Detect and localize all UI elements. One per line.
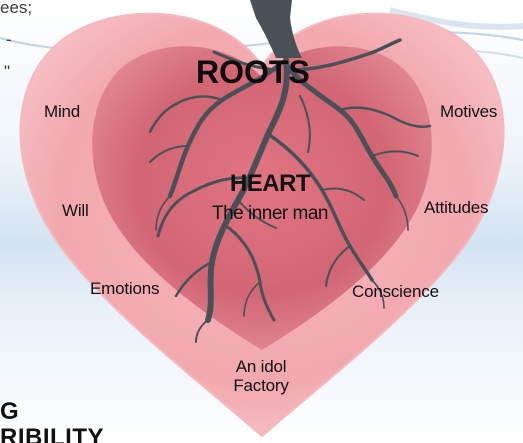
cropped-text-fragment: ees; [0, 0, 32, 18]
cropped-heading-fragment: G [0, 398, 19, 426]
heart-subtitle: The inner man [190, 203, 350, 225]
roots-title: ROOTS [196, 54, 310, 91]
cropped-text-fragment: " [4, 62, 10, 82]
label-motives: Motives [440, 103, 497, 121]
cropped-text-fragment: - [6, 30, 12, 50]
heart-title: HEART [200, 172, 340, 196]
label-idol-factory-line2: Factory [226, 377, 296, 395]
cropped-heading-fragment: RIBILITY [0, 424, 104, 443]
label-conscience: Conscience [352, 283, 439, 301]
label-emotions: Emotions [90, 280, 159, 298]
label-idol-factory-line1: An idol [226, 358, 296, 376]
label-attitudes: Attitudes [424, 199, 488, 217]
label-will: Will [62, 202, 89, 220]
label-mind: Mind [44, 103, 80, 121]
